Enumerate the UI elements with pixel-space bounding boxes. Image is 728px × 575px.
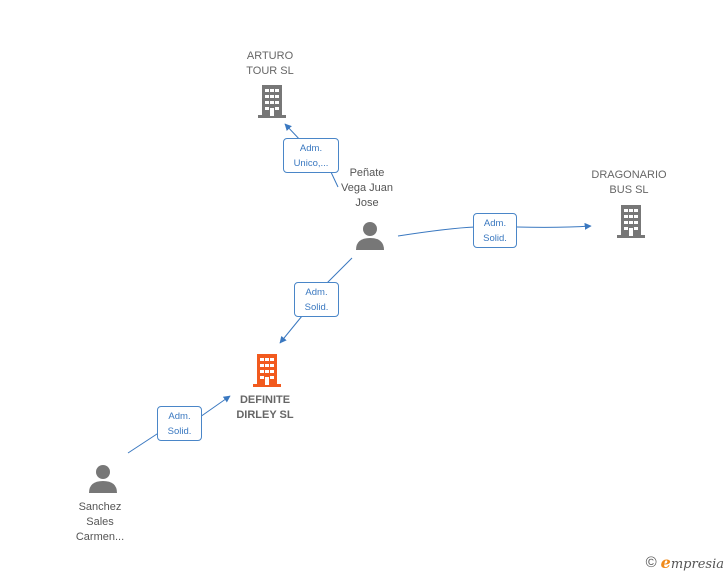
building-icon[interactable]: [256, 83, 288, 119]
edge-penate-dragonario: [397, 226, 591, 237]
edge-label-penate-definite[interactable]: Adm. Solid.: [294, 282, 339, 317]
person-icon[interactable]: [355, 220, 385, 250]
footer-brand: © empresia: [646, 552, 724, 572]
node-label-penate[interactable]: Peñate Vega Juan Jose: [341, 167, 393, 209]
edge-penate-definite: [280, 257, 353, 343]
brand-logo[interactable]: empresia: [661, 553, 724, 572]
node-label-definite[interactable]: DEFINITE DIRLEY SL: [236, 394, 294, 421]
edge-label-penate-arturo[interactable]: Adm. Unico,...: [283, 138, 339, 173]
edge-label-penate-dragonario[interactable]: Adm. Solid.: [473, 213, 517, 248]
node-label-sanchez[interactable]: Sanchez Sales Carmen...: [75, 501, 125, 543]
node-label-dragonario[interactable]: DRAGONARIO BUS SL: [591, 169, 667, 196]
brand-initial: e: [660, 552, 671, 572]
building-icon-highlight[interactable]: [251, 352, 283, 388]
node-label-arturo[interactable]: ARTURO TOUR SL: [246, 50, 294, 77]
edge-label-sanchez-definite[interactable]: Adm. Solid.: [157, 406, 202, 441]
building-icon[interactable]: [615, 203, 647, 239]
brand-name: mpresia: [670, 556, 724, 572]
copyright-icon: ©: [645, 553, 657, 571]
edge-sanchez-definite: [127, 396, 230, 454]
person-icon[interactable]: [88, 463, 118, 493]
